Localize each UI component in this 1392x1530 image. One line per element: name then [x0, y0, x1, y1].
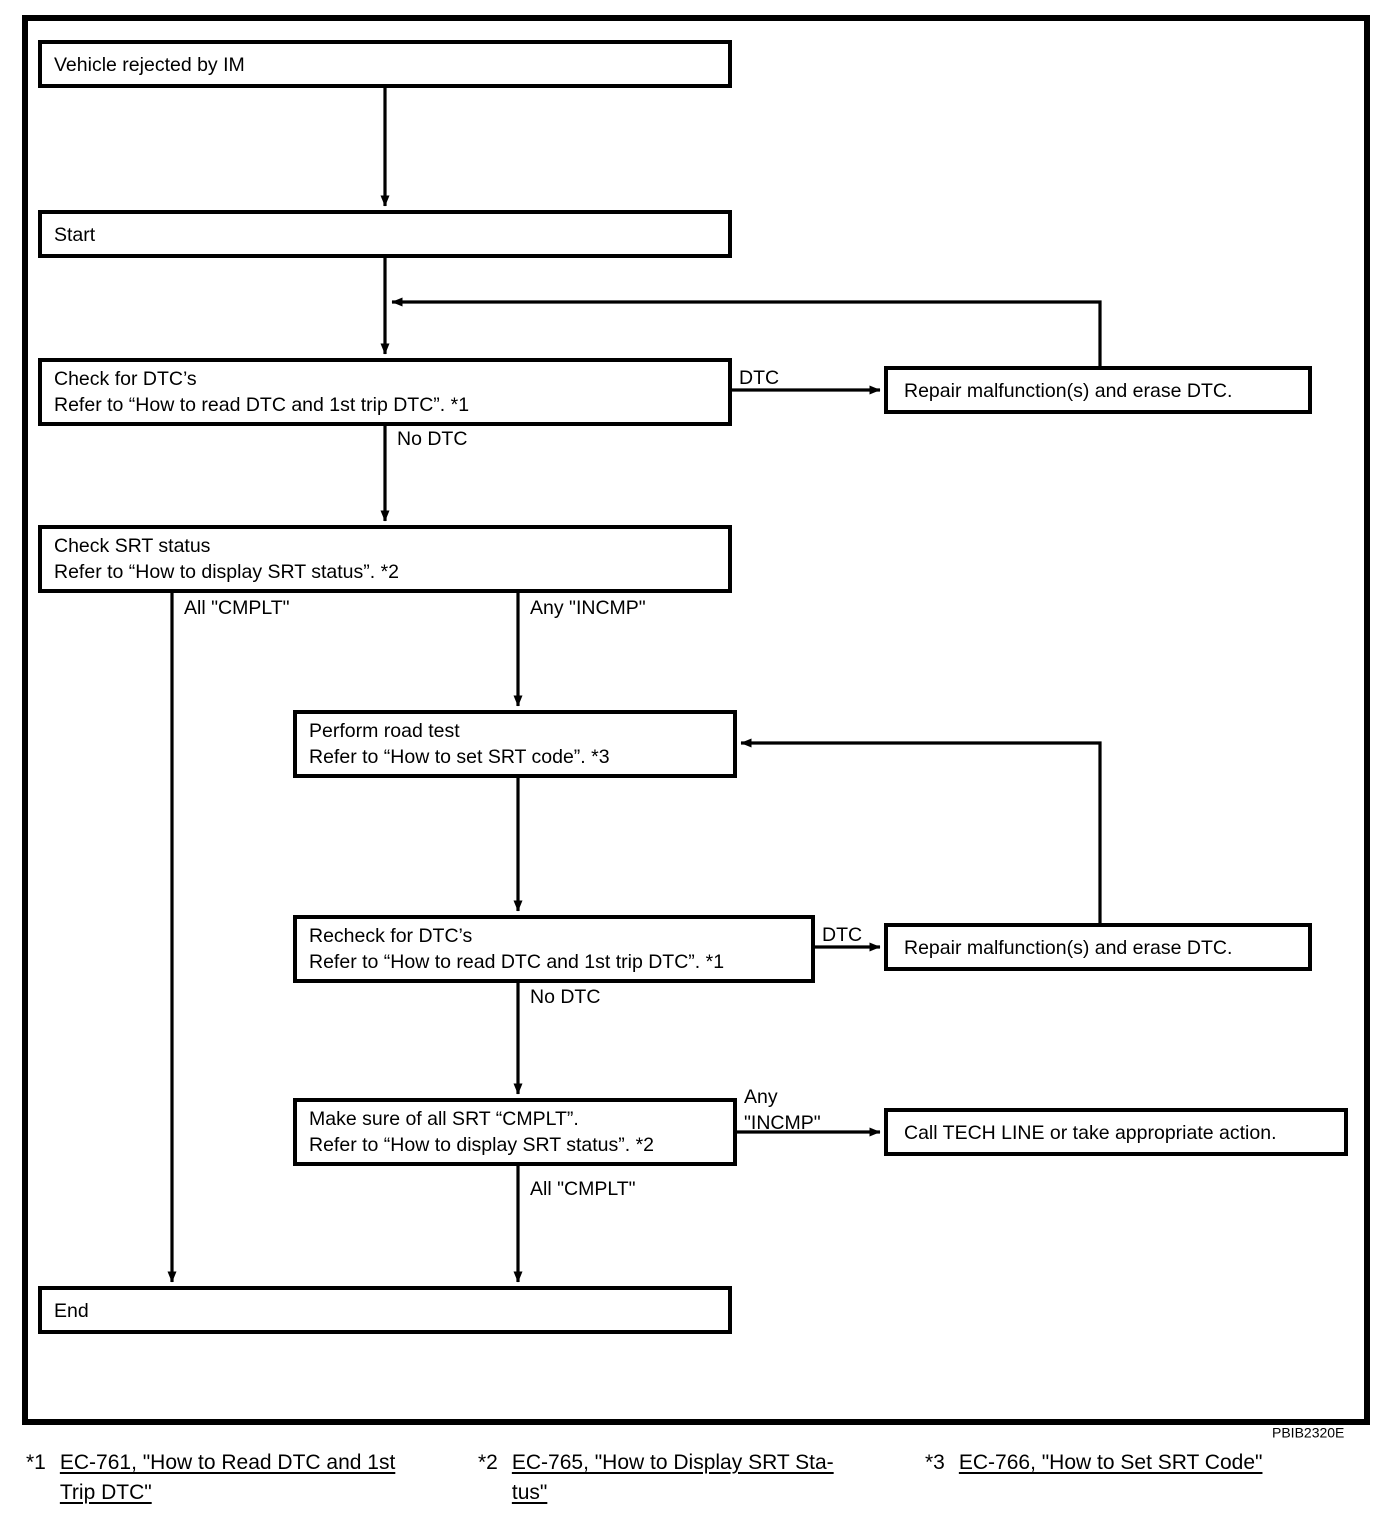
footnote-3: *3 EC-766, "How to Set SRT Code" [925, 1448, 1365, 1478]
footnote-1: *1 EC-761, "How to Read DTC and 1st Trip… [26, 1448, 456, 1508]
node-call-tech-line-line-1: Call TECH LINE or take appropriate actio… [904, 1122, 1276, 1144]
node-recheck-dtc-line-1: Recheck for DTC’s [309, 925, 473, 947]
footnote-1-body: EC-761, "How to Read DTC and 1st Trip DT… [60, 1448, 395, 1508]
node-vehicle-rejected-line-1: Vehicle rejected by IM [54, 54, 245, 76]
edge-repair-1-feedback-to-check-dtc [391, 297, 1102, 368]
node-recheck-dtc [293, 915, 815, 983]
edge-label-dtc-2: DTC [822, 924, 862, 946]
node-check-dtc-line-2: Refer to “How to read DTC and 1st trip D… [54, 394, 469, 416]
edge-label-all-cmplt-2: All "CMPLT" [530, 1178, 636, 1200]
node-make-sure-srt-line-1: Make sure of all SRT “CMPLT”. [309, 1108, 579, 1130]
flowchart-canvas: Vehicle rejected by IM Start Check for D… [22, 15, 1370, 1440]
node-make-sure-srt [293, 1098, 737, 1166]
node-end-line-1: End [54, 1300, 89, 1322]
node-start-line-1: Start [54, 224, 96, 246]
footnote-2-link-line-1[interactable]: EC-765, "How to Display SRT Sta- [511, 1451, 834, 1474]
node-repair-2-line-1: Repair malfunction(s) and erase DTC. [904, 937, 1232, 959]
node-repair-1 [884, 366, 1312, 414]
node-road-test-line-2: Refer to “How to set SRT code”. *3 [309, 746, 610, 768]
footnote-1-link-line-2[interactable]: Trip DTC" [59, 1481, 152, 1504]
footnote-2: *2 EC-765, "How to Display SRT Sta- tus" [478, 1448, 908, 1508]
edge-label-dtc-1: DTC [739, 367, 779, 389]
edge-label-no-dtc-1: No DTC [397, 428, 467, 450]
edge-label-any-incmp-2-line-1: Any [744, 1086, 778, 1108]
node-recheck-dtc-line-2: Refer to “How to read DTC and 1st trip D… [309, 951, 724, 973]
edge-label-any-incmp-2-line-2: "INCMP" [744, 1112, 821, 1134]
node-check-srt-line-1: Check SRT status [54, 535, 211, 557]
node-check-srt [38, 525, 732, 593]
node-road-test [293, 710, 737, 778]
footnotes-row: *1 EC-761, "How to Read DTC and 1st Trip… [0, 1448, 1392, 1530]
footnote-3-marker: *3 [925, 1451, 945, 1474]
node-repair-1-line-1: Repair malfunction(s) and erase DTC. [904, 380, 1232, 402]
edge-label-any-incmp-1: Any "INCMP" [530, 597, 646, 619]
node-check-dtc-line-1: Check for DTC’s [54, 368, 197, 390]
edge-label-no-dtc-2: No DTC [530, 986, 600, 1008]
footnote-3-link-line-1[interactable]: EC-766, "How to Set SRT Code" [958, 1451, 1263, 1474]
footnote-2-link-line-2[interactable]: tus" [511, 1481, 548, 1504]
node-repair-2 [884, 923, 1312, 971]
figure-id-code: PBIB2320E [1272, 1425, 1344, 1440]
node-road-test-line-1: Perform road test [309, 720, 460, 742]
node-end [38, 1286, 732, 1334]
footnote-3-body: EC-766, "How to Set SRT Code" [959, 1448, 1263, 1478]
footnote-1-link-line-1[interactable]: EC-761, "How to Read DTC and 1st [59, 1451, 396, 1474]
footnote-2-body: EC-765, "How to Display SRT Sta- tus" [512, 1448, 834, 1508]
footnote-1-marker: *1 [26, 1451, 46, 1474]
edge-label-all-cmplt-1: All "CMPLT" [184, 597, 290, 619]
diagram-frame [22, 15, 1370, 1425]
footnote-2-marker: *2 [478, 1451, 498, 1474]
node-call-tech-line [884, 1108, 1348, 1156]
node-start [38, 210, 732, 258]
node-check-srt-line-2: Refer to “How to display SRT status”. *2 [54, 561, 399, 583]
edge-repair-2-feedback-to-road-test [740, 738, 1102, 925]
node-make-sure-srt-line-2: Refer to “How to display SRT status”. *2 [309, 1134, 654, 1156]
